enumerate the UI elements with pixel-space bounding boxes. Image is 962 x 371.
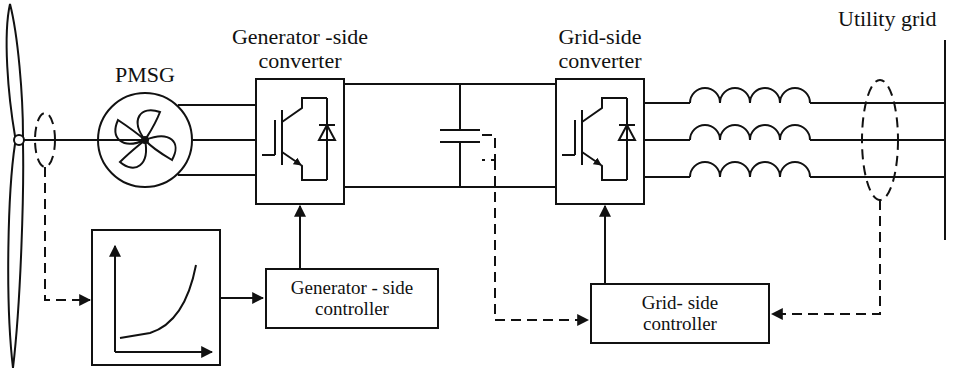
shaft xyxy=(24,139,145,141)
filter-inductor xyxy=(690,162,810,177)
filter-inductor xyxy=(690,125,810,140)
x-axis xyxy=(115,351,212,353)
mppt-curve-box xyxy=(92,230,220,365)
y-axis xyxy=(114,246,116,352)
speed-signal xyxy=(45,167,90,300)
controller-label: Grid- side controller xyxy=(618,292,743,335)
lower-blade xyxy=(8,144,23,368)
wire xyxy=(193,139,255,141)
fan-blade xyxy=(116,120,145,144)
fan-center xyxy=(142,137,148,143)
controller-label: Generator - side controller xyxy=(277,277,427,320)
grid-label: Utility grid xyxy=(838,6,936,32)
wire xyxy=(345,83,555,85)
dc-capacitor xyxy=(440,84,480,187)
controller-box: Grid- side controller xyxy=(590,283,770,344)
grid-bus xyxy=(944,40,946,240)
converter-box: Generator -side converter xyxy=(255,78,345,205)
igbt-symbol xyxy=(262,98,335,180)
component-heading: Generator -side converter xyxy=(215,25,385,74)
wire xyxy=(604,206,606,283)
hub xyxy=(14,135,24,145)
fan-blade xyxy=(145,136,176,160)
rotor-fan xyxy=(116,110,176,167)
converter-box: Grid-side converter xyxy=(555,78,645,205)
connector xyxy=(605,206,606,283)
generator-circle: PMSG xyxy=(97,92,193,188)
power-curve xyxy=(120,265,196,338)
speed-sensor xyxy=(35,113,55,167)
controller-box: Generator - side controller xyxy=(265,268,439,329)
connector xyxy=(178,105,255,175)
grid-signal xyxy=(772,200,880,314)
wire xyxy=(345,186,555,188)
wire xyxy=(178,104,255,106)
wire xyxy=(178,174,255,176)
upper-blade xyxy=(7,4,23,136)
igbt-symbol xyxy=(562,98,635,180)
turbine-blades xyxy=(7,4,24,368)
component-heading: Grid-side converter xyxy=(535,25,665,74)
mppt-box xyxy=(92,230,220,365)
connector xyxy=(300,206,301,268)
wire xyxy=(299,206,301,268)
dc-voltage-signal xyxy=(495,160,588,320)
mppt-signal xyxy=(220,297,263,299)
filter-inductor xyxy=(690,88,810,103)
dc-voltage-sensor xyxy=(482,135,495,160)
grid-sensor xyxy=(862,80,898,200)
grid-wires xyxy=(645,103,945,177)
component-heading: PMSG xyxy=(100,63,190,88)
connector xyxy=(345,84,555,187)
